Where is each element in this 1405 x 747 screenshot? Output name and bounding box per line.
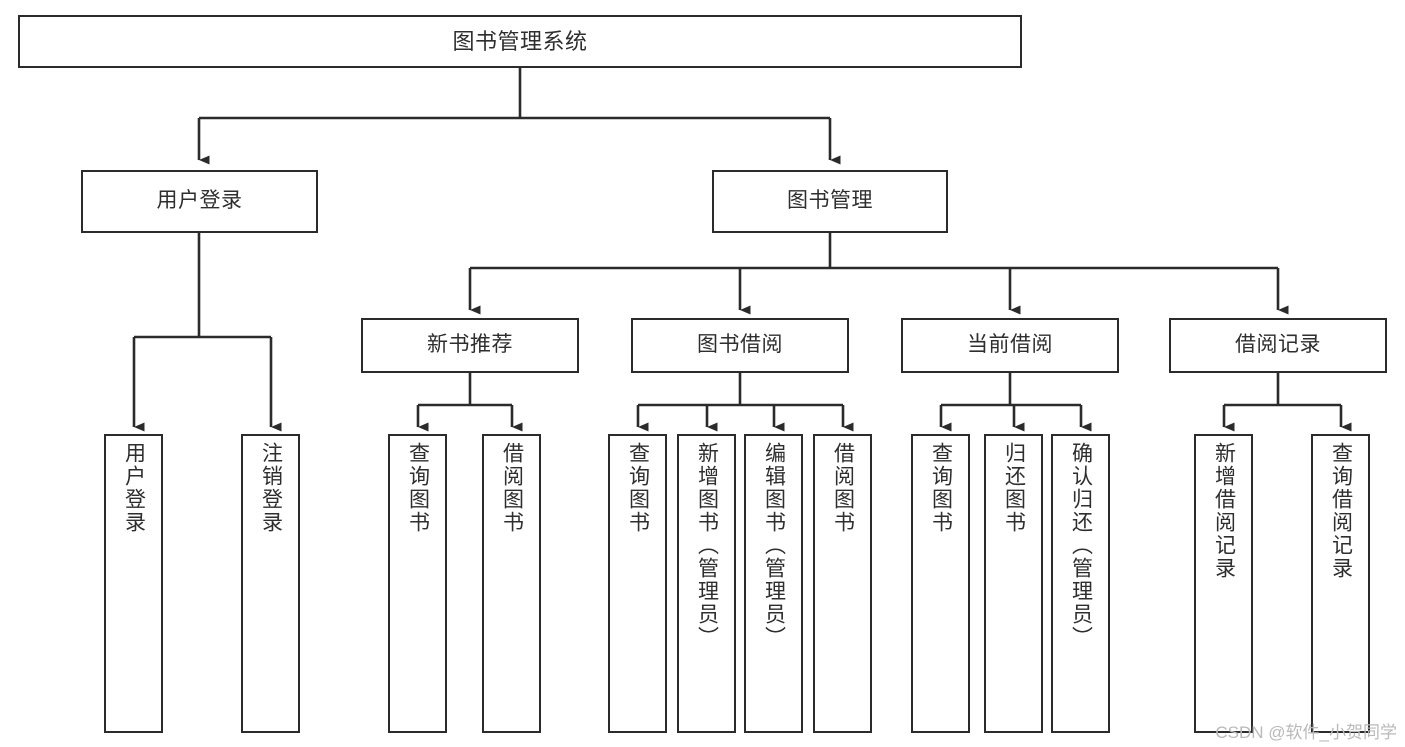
- node-label: 编辑图书（管理员）: [762, 442, 786, 649]
- node-label: 注销登录: [259, 442, 283, 534]
- node-label: 图书借阅: [697, 333, 783, 357]
- node-label: 借阅图书: [831, 442, 855, 534]
- node-leaf-user-logout[interactable]: 注销登录: [241, 434, 300, 733]
- node-leaf-confirm-return[interactable]: 确认归还（管理员）: [1051, 434, 1110, 733]
- node-leaf-borrow-book-2[interactable]: 借阅图书: [813, 434, 872, 733]
- node-leaf-query-book-3[interactable]: 查询图书: [911, 434, 970, 733]
- node-leaf-query-book-1[interactable]: 查询图书: [388, 434, 447, 733]
- node-label: 用户登录: [156, 189, 243, 213]
- node-label: 查询图书: [626, 442, 650, 534]
- node-label: 用户登录: [122, 442, 146, 534]
- node-label: 借阅记录: [1235, 333, 1321, 357]
- node-label: 查询图书: [406, 442, 430, 534]
- node-label: 借阅图书: [500, 442, 524, 534]
- node-label: 当前借阅: [967, 333, 1053, 357]
- node-label: 新书推荐: [427, 333, 513, 357]
- node-label: 确认归还（管理员）: [1069, 442, 1093, 649]
- node-label: 归还图书: [1002, 442, 1026, 534]
- node-label: 查询借阅记录: [1329, 442, 1353, 580]
- node-leaf-query-record[interactable]: 查询借阅记录: [1311, 434, 1370, 733]
- node-leaf-borrow-book-1[interactable]: 借阅图书: [482, 434, 541, 733]
- node-label: 新增借阅记录: [1212, 442, 1236, 580]
- node-label: 查询图书: [929, 442, 953, 534]
- node-leaf-return-book[interactable]: 归还图书: [984, 434, 1043, 733]
- node-current-borrow[interactable]: 当前借阅: [901, 318, 1119, 373]
- csdn-watermark: CSDN @软件_小贺同学: [1215, 723, 1397, 742]
- node-label: 图书管理: [787, 189, 873, 213]
- node-root-book-management-system[interactable]: 图书管理系统: [18, 15, 1022, 68]
- node-leaf-edit-book[interactable]: 编辑图书（管理员）: [744, 434, 803, 733]
- node-user-login[interactable]: 用户登录: [81, 170, 318, 233]
- node-new-book-recommend[interactable]: 新书推荐: [361, 318, 579, 373]
- node-label: 新增图书（管理员）: [695, 442, 719, 649]
- node-book-management[interactable]: 图书管理: [712, 170, 948, 233]
- node-book-borrow[interactable]: 图书借阅: [631, 318, 849, 373]
- node-leaf-user-login[interactable]: 用户登录: [104, 434, 163, 733]
- node-leaf-query-book-2[interactable]: 查询图书: [608, 434, 667, 733]
- node-borrow-record[interactable]: 借阅记录: [1169, 318, 1387, 373]
- node-label: 图书管理系统: [452, 28, 588, 54]
- node-leaf-add-record[interactable]: 新增借阅记录: [1194, 434, 1253, 733]
- node-leaf-add-book[interactable]: 新增图书（管理员）: [677, 434, 736, 733]
